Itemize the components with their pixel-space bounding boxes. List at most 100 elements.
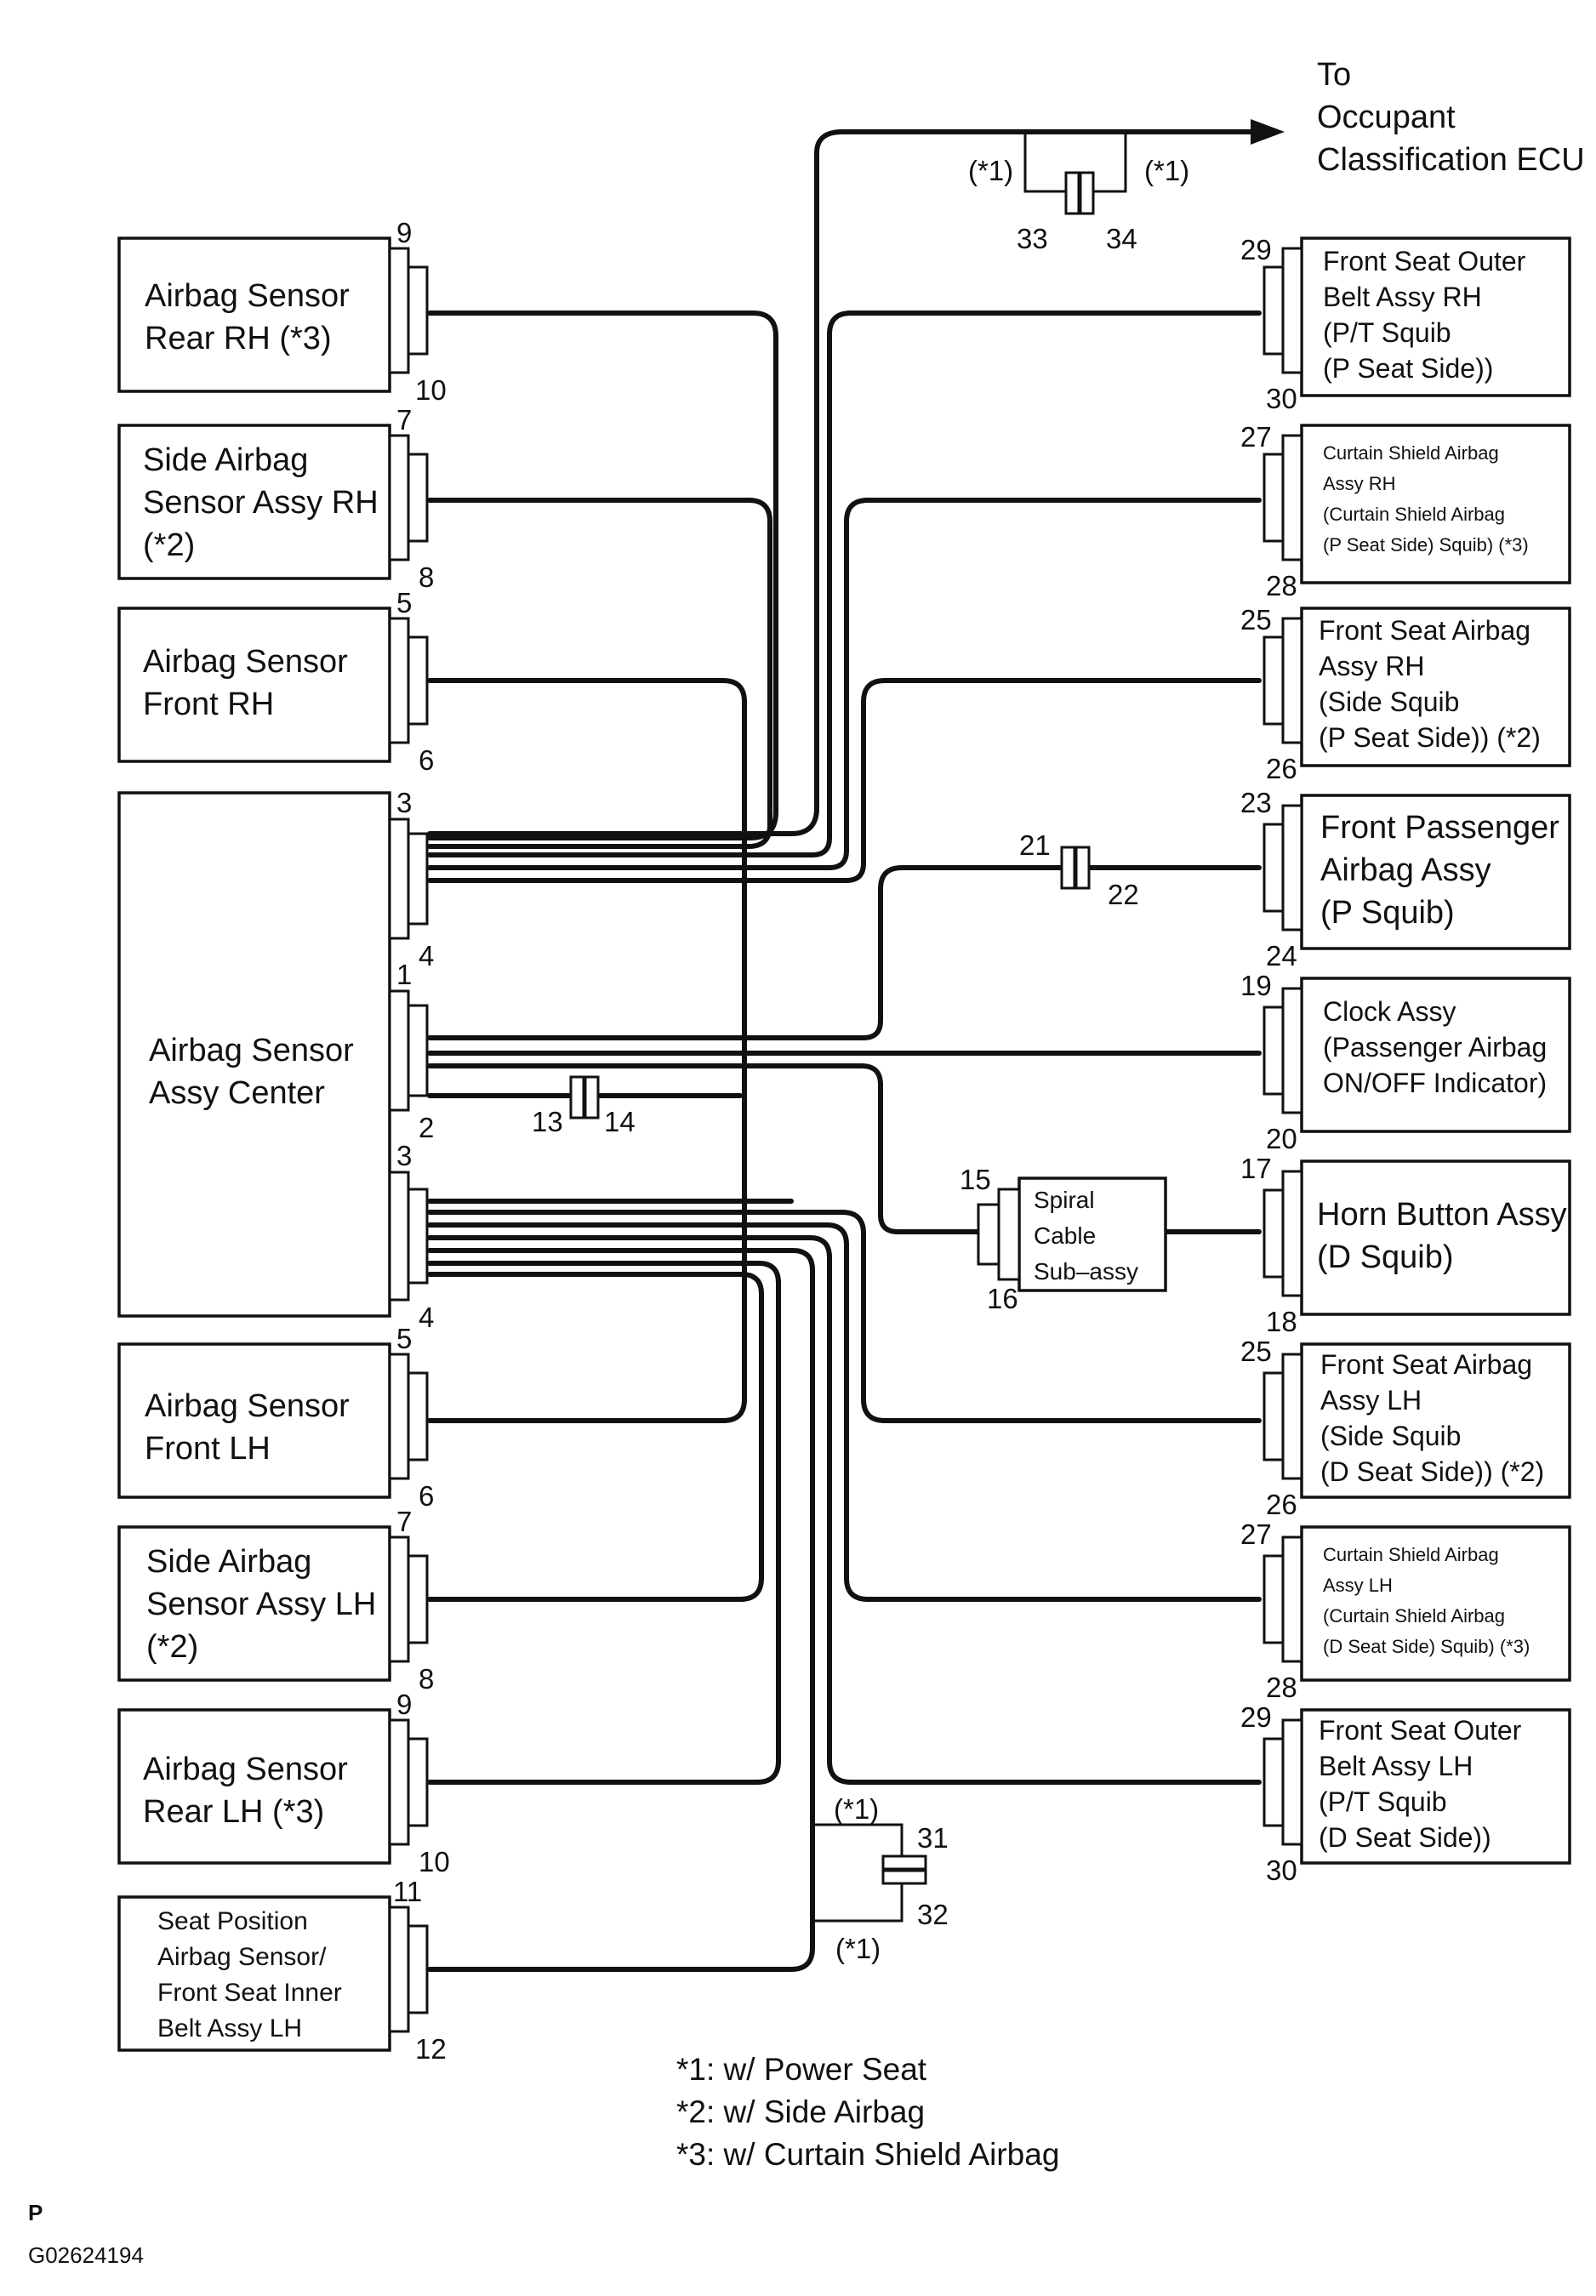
pin-label: 26	[1266, 753, 1297, 784]
wires	[427, 129, 1262, 1972]
box-clock-assy	[1300, 977, 1571, 1133]
label-side-airbag-rh-1: Front Seat Airbag	[1319, 615, 1530, 646]
pin-label: 7	[396, 1506, 412, 1537]
pin-label: 27	[1240, 1518, 1272, 1550]
wire-belt-rh	[427, 311, 1262, 857]
pin-label: 7	[396, 404, 412, 436]
footer-code: G02624194	[28, 2242, 144, 2268]
label-passenger-airbag-2: Airbag Assy	[1320, 852, 1491, 888]
box-front-passenger-airbag	[1300, 794, 1571, 950]
pin-label: 34	[1106, 223, 1137, 254]
pin-label: 5	[396, 1323, 412, 1354]
left-connectors	[388, 247, 429, 2033]
wire-passenger-airbag	[427, 865, 1262, 1040]
pin-label: 3	[396, 787, 412, 818]
label-side-lh-1: Side Airbag	[146, 1544, 311, 1580]
pin-label: 26	[1266, 1489, 1297, 1520]
box-front-seat-outer-belt-lh	[1300, 1708, 1571, 1865]
pin-label: 14	[604, 1106, 636, 1137]
marker-power-seat-top-right: (*1)	[1144, 155, 1189, 186]
pin-label: 9	[396, 1689, 412, 1720]
label-horn-2: (D Squib)	[1317, 1239, 1454, 1275]
pin-label: 19	[1240, 970, 1272, 1001]
label-rear-rh-2: Rear RH (*3)	[145, 321, 332, 356]
pin-label: 3	[396, 1140, 412, 1171]
label-belt-lh-1: Front Seat Outer	[1319, 1715, 1522, 1746]
inline-connector-33-34: 33 34	[1017, 171, 1137, 254]
right-components: Front Seat Outer Belt Assy RH (P/T Squib…	[1240, 234, 1571, 1886]
pin-label: 28	[1266, 1672, 1297, 1703]
spiral-cable-sub-assy: Spiral Cable Sub–assy 15 16	[960, 1164, 1167, 1314]
label-belt-lh-3: (P/T Squib	[1319, 1786, 1447, 1817]
label-side-rh-1: Side Airbag	[143, 442, 308, 478]
pin-label: 22	[1108, 879, 1139, 910]
footer-letter: P	[28, 2200, 43, 2225]
label-belt-rh-4: (P Seat Side))	[1323, 353, 1493, 384]
pin-label: 10	[419, 1846, 450, 1877]
wire-rear-rh	[427, 311, 778, 840]
label-side-rh-2: Sensor Assy RH	[143, 485, 379, 521]
wire-seat-position	[427, 1248, 815, 1972]
label-clock-1: Clock Assy	[1323, 996, 1456, 1027]
label-side-airbag-rh-3: (Side Squib	[1319, 687, 1459, 717]
label-center-1: Airbag Sensor	[149, 1033, 354, 1068]
label-clock-3: ON/OFF Indicator)	[1323, 1068, 1547, 1098]
wire-spiral	[427, 1063, 981, 1234]
pin-label: 30	[1266, 1854, 1297, 1886]
wire-belt-lh	[427, 1235, 1262, 1785]
inline-connector-21-22: 21 22	[1019, 829, 1139, 910]
pin-label: 5	[396, 587, 412, 618]
label-clock-2: (Passenger Airbag	[1323, 1032, 1547, 1063]
box-airbag-sensor-front-rh	[117, 607, 391, 763]
label-rear-lh-2: Rear LH (*3)	[143, 1794, 324, 1830]
pin-label: 21	[1019, 829, 1051, 861]
label-horn-1: Horn Button Assy	[1317, 1197, 1567, 1233]
label-side-airbag-lh-4: (D Seat Side)) (*2)	[1320, 1456, 1544, 1487]
label-curtain-rh-3: (Curtain Shield Airbag	[1323, 504, 1505, 525]
inline-connector-13-14: 13 14	[532, 1075, 636, 1137]
pin-label: 32	[917, 1899, 949, 1930]
box-airbag-sensor-rear-rh	[117, 236, 391, 393]
left-components: Airbag Sensor Rear RH (*3) Side Airbag S…	[117, 217, 450, 2065]
label-seat-position-3: Front Seat Inner	[157, 1979, 342, 2007]
box-front-seat-airbag-lh	[1300, 1342, 1571, 1499]
label-side-airbag-lh-1: Front Seat Airbag	[1320, 1349, 1532, 1380]
pin-label: 1	[396, 959, 412, 990]
wire-curtain-lh	[427, 1222, 1262, 1602]
pin-label: 16	[987, 1283, 1018, 1314]
pin-label: 8	[419, 1663, 434, 1695]
pin-label: 28	[1266, 570, 1297, 601]
note-side-airbag: *2: w/ Side Airbag	[676, 2094, 925, 2129]
box-horn-button-assy	[1300, 1159, 1571, 1316]
wire-side-airbag-lh	[427, 1210, 1262, 1423]
marker-power-seat-top-left: (*1)	[968, 155, 1013, 186]
label-belt-lh-4: (D Seat Side))	[1319, 1822, 1491, 1853]
pin-label: 11	[393, 1876, 422, 1907]
pin-label: 4	[419, 940, 434, 971]
pin-label: 23	[1240, 787, 1272, 818]
wire-curtain-rh	[427, 498, 1262, 870]
arrow-label-3: Classification ECU	[1317, 142, 1585, 178]
box-airbag-sensor-front-lh	[117, 1342, 391, 1499]
label-front-lh-2: Front LH	[145, 1431, 271, 1467]
label-seat-position-1: Seat Position	[157, 1907, 308, 1935]
label-belt-lh-2: Belt Assy LH	[1319, 1751, 1473, 1781]
label-curtain-rh-1: Curtain Shield Airbag	[1323, 442, 1499, 464]
label-center-2: Assy Center	[149, 1075, 325, 1111]
label-curtain-lh-3: (Curtain Shield Airbag	[1323, 1605, 1505, 1627]
label-seat-position-4: Belt Assy LH	[157, 2014, 302, 2042]
arrow-head-icon	[1251, 119, 1285, 145]
pin-label: 15	[960, 1164, 991, 1195]
arrow-label-1: To	[1317, 57, 1351, 93]
label-curtain-lh-2: Assy LH	[1323, 1575, 1393, 1596]
pin-label: 6	[419, 744, 434, 776]
label-side-airbag-lh-3: (Side Squib	[1320, 1421, 1461, 1451]
wire-side-rh	[427, 498, 772, 849]
label-side-airbag-rh-2: Assy RH	[1319, 651, 1424, 681]
pin-label: 29	[1240, 1701, 1272, 1733]
pin-label: 8	[419, 561, 434, 593]
label-side-airbag-lh-2: Assy LH	[1320, 1385, 1422, 1416]
label-spiral-3: Sub–assy	[1034, 1258, 1138, 1285]
label-belt-rh-3: (P/T Squib	[1323, 317, 1451, 348]
